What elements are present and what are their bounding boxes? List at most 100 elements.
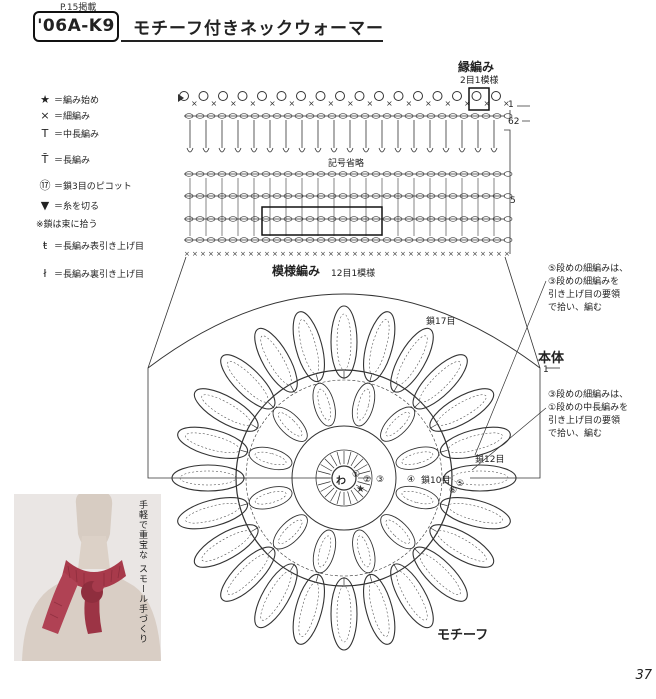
chain-mark — [371, 171, 381, 177]
stitch-hook — [314, 147, 322, 153]
round-number: ⑥ — [449, 486, 458, 496]
radial-stitch — [320, 464, 333, 472]
post-stitch — [268, 402, 275, 409]
chain-mark — [492, 171, 502, 177]
legend-item: ⑰＝鎖3目のピコット — [36, 178, 132, 192]
chain-mark — [459, 193, 469, 199]
post-stitch — [315, 374, 319, 383]
chain-mark — [250, 237, 260, 243]
chain-mark — [184, 216, 194, 222]
chain17-label: 鎖17目 — [426, 317, 456, 327]
double-crochet-icon: T̄ — [41, 152, 49, 166]
edge-label: 縁編み — [458, 60, 495, 74]
chain-mark — [503, 113, 513, 119]
sc-mark: × — [328, 250, 334, 258]
sc-mark: × — [289, 99, 296, 108]
pattern-repeat-box — [261, 206, 383, 236]
chain-mark — [404, 216, 414, 222]
chain-mark — [316, 237, 326, 243]
sc-mark: × — [288, 250, 294, 258]
inner-loop — [248, 446, 293, 471]
body-outline — [147, 368, 343, 479]
chain-mark — [261, 237, 271, 243]
chain-mark — [250, 113, 260, 119]
chain-mark — [470, 216, 480, 222]
legend-item: T̄＝長編み — [36, 152, 90, 166]
callout-round5: ⑤段めの細編みは、 ③段めの細編みを 引き上げ目の要領 で拾い、編む — [548, 264, 629, 313]
petal-loop — [254, 327, 298, 393]
stitch-hook — [362, 147, 370, 153]
radial-stitch — [355, 464, 368, 472]
sc-mark: × — [240, 250, 246, 258]
radial-stitch — [347, 451, 352, 465]
sc-mark: × — [392, 250, 398, 258]
row-62-label: 62 — [508, 117, 520, 127]
chain-mark — [327, 113, 337, 119]
inner-loop — [312, 382, 336, 427]
inner-chain — [401, 451, 434, 465]
edge-repeat-box — [468, 87, 490, 111]
page-title: モチーフ付きネックウォーマー — [133, 19, 384, 39]
post-stitch — [429, 527, 437, 532]
stitch-hook — [458, 147, 466, 153]
sc-mark: × — [320, 250, 326, 258]
product-photo — [14, 494, 161, 661]
magic-ring — [331, 465, 357, 491]
sc-mark: × — [472, 250, 478, 258]
row-5-label: 5 — [510, 196, 516, 206]
chain-mark — [426, 171, 436, 177]
post-stitch — [439, 503, 448, 507]
chain-mark — [360, 113, 370, 119]
chain-mark — [404, 171, 414, 177]
chain12-label: 鎖12目 — [475, 455, 505, 465]
pattern-code: '06A-K9 — [33, 11, 119, 42]
chain-mark — [272, 193, 282, 199]
chain-mark — [217, 113, 227, 119]
chain-mark — [481, 171, 491, 177]
chain-mark — [492, 237, 502, 243]
sc-mark: × — [445, 99, 452, 108]
chain-mark — [404, 193, 414, 199]
chain-mark — [371, 113, 381, 119]
title-underline — [121, 40, 383, 42]
chain-mark — [327, 171, 337, 177]
chain-mark — [415, 216, 425, 222]
chain-mark — [327, 193, 337, 199]
chain-mark — [261, 171, 271, 177]
post-stitch — [240, 503, 249, 507]
sc-mark: × — [280, 250, 286, 258]
body-row-label: 1 — [543, 365, 549, 375]
chain-mark — [250, 171, 260, 177]
petal-loop — [439, 497, 511, 530]
sc-mark: × — [425, 99, 432, 108]
chain-mark — [404, 237, 414, 243]
sc-mark: × — [272, 250, 278, 258]
post-stitch — [369, 573, 373, 582]
center-ring-label: わ — [336, 476, 346, 487]
radial-stitch — [350, 454, 358, 467]
sc-mark: × — [484, 99, 491, 108]
chain-mark — [195, 113, 205, 119]
inner-chain — [356, 388, 371, 421]
post-stitch — [251, 527, 259, 532]
picot-mark — [374, 91, 384, 101]
post-stitch — [290, 385, 295, 393]
chain-mark — [261, 113, 271, 119]
inner-loop — [352, 529, 376, 574]
chain-mark — [481, 216, 491, 222]
chain-mark — [184, 237, 194, 243]
petal-loop — [390, 563, 434, 629]
chain-mark — [448, 171, 458, 177]
radial-stitch — [317, 481, 331, 486]
picot-mark — [276, 91, 287, 101]
post-stitch — [290, 563, 295, 571]
chain-mark — [481, 237, 491, 243]
stitch-hook — [282, 147, 290, 153]
chain10-label: 鎖10目 — [421, 476, 451, 486]
round-number: ③ — [376, 475, 385, 485]
source-tag: P.15掲載 — [60, 3, 97, 13]
post-stitch — [369, 374, 373, 383]
sc-mark: × — [184, 250, 190, 258]
sc-mark: × — [504, 250, 510, 258]
chain-mark — [437, 237, 447, 243]
